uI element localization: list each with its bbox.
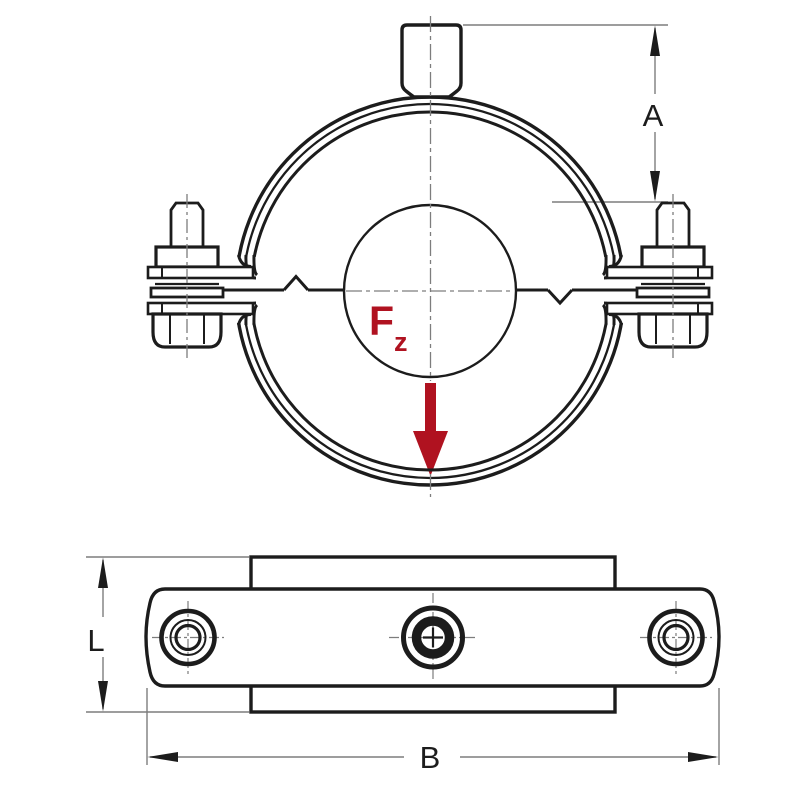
right-bolt-assembly <box>605 201 714 349</box>
right-lower-flange <box>605 301 714 316</box>
force-symbol: F <box>369 298 394 344</box>
left-lower-flange <box>146 301 255 316</box>
center-lines <box>186 16 674 497</box>
threaded-boss <box>400 23 463 99</box>
arrowhead-down <box>98 681 108 712</box>
dimension-l: L <box>86 556 249 713</box>
arrowhead-down <box>650 171 660 202</box>
dimension-b: B <box>146 688 720 775</box>
front-view-clamp-ring <box>126 23 734 487</box>
arrowhead-up <box>650 25 660 56</box>
arrowhead-right <box>688 752 719 762</box>
dimension-l-label: L <box>87 623 104 658</box>
right-upper-flange <box>605 265 714 280</box>
right-bolt-head <box>647 608 705 667</box>
dimension-a: A <box>643 25 664 202</box>
dimension-a-label: A <box>643 98 664 133</box>
dimension-b-label: B <box>420 740 441 775</box>
force-label: F z <box>369 298 408 357</box>
side-view-strap <box>144 555 721 714</box>
left-bolt-assembly <box>146 201 255 349</box>
force-arrow-down-icon <box>413 383 448 476</box>
split-line <box>223 274 640 306</box>
dimension-a-extension-lines <box>463 24 668 203</box>
center-nut <box>401 605 465 670</box>
left-bolt-head <box>159 608 217 667</box>
left-upper-flange <box>146 265 255 280</box>
arrowhead-up <box>98 557 108 588</box>
force-subscript: z <box>394 327 408 357</box>
arrowhead-left <box>147 752 178 762</box>
